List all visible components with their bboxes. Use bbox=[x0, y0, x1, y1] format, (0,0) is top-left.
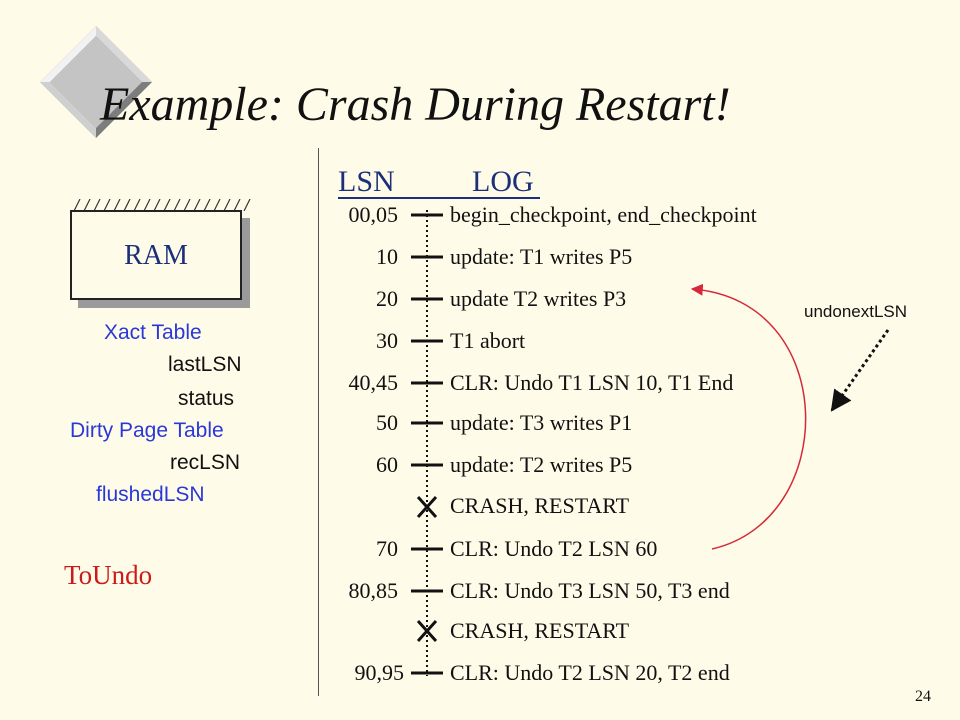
ram-box bbox=[70, 210, 242, 300]
ram-label: RAM bbox=[124, 240, 188, 271]
last-lsn-label: lastLSN bbox=[168, 353, 242, 376]
log-lsn: 60 bbox=[376, 452, 398, 477]
to-undo-label: ToUndo bbox=[64, 560, 153, 590]
log-lsn: 80,85 bbox=[348, 578, 399, 603]
log-lsn: 50 bbox=[376, 410, 398, 435]
page-number: 24 bbox=[915, 688, 931, 705]
log-column-header: LOG bbox=[472, 165, 534, 198]
crash-cross-icon bbox=[416, 495, 438, 519]
vertical-divider bbox=[318, 148, 319, 696]
log-entry-crash: CRASH, RESTART bbox=[450, 618, 630, 643]
lsn-column-header: LSN bbox=[338, 165, 395, 198]
crash-cross-icon bbox=[416, 619, 438, 643]
undonext-pointer-arrow bbox=[830, 329, 890, 412]
log-lsn: 90,95 bbox=[354, 660, 405, 685]
log-lsn: 70 bbox=[376, 536, 398, 561]
undonext-red-arrow bbox=[690, 283, 807, 550]
log-lsn: 20 bbox=[376, 286, 398, 311]
dirty-page-table-label: Dirty Page Table bbox=[70, 419, 224, 442]
log-entry: CLR: Undo T1 LSN 10, T1 End bbox=[450, 370, 734, 395]
log-entry: update T2 writes P3 bbox=[450, 286, 627, 311]
slide-title: Example: Crash During Restart! bbox=[100, 78, 731, 131]
log-entry: begin_checkpoint, end_checkpoint bbox=[450, 202, 757, 227]
log-entry: update: T3 writes P1 bbox=[450, 410, 633, 435]
status-label: status bbox=[178, 387, 235, 410]
log-entry: update: T1 writes P5 bbox=[450, 244, 633, 269]
rec-lsn-label: recLSN bbox=[170, 451, 241, 474]
log-entry: CLR: Undo T2 LSN 60 bbox=[450, 536, 658, 561]
undonext-lsn-label: undonextLSN bbox=[804, 302, 908, 321]
log-lsn: 10 bbox=[376, 244, 398, 269]
log-entry: CLR: Undo T3 LSN 50, T3 end bbox=[450, 578, 730, 603]
ram-hatch-decoration bbox=[73, 199, 251, 211]
diamond-bullet-icon bbox=[40, 26, 152, 138]
log-entry-crash: CRASH, RESTART bbox=[450, 493, 630, 518]
log-lsn: 40,45 bbox=[348, 370, 399, 395]
log-lsn: 00,05 bbox=[348, 202, 399, 227]
log-lsn: 30 bbox=[376, 328, 398, 353]
log-entry: update: T2 writes P5 bbox=[450, 452, 633, 477]
header-underline bbox=[338, 197, 540, 199]
xact-table-label: Xact Table bbox=[104, 321, 202, 344]
log-entry: CLR: Undo T2 LSN 20, T2 end bbox=[450, 660, 730, 685]
flushed-lsn-label: flushedLSN bbox=[96, 483, 205, 506]
log-entry: T1 abort bbox=[450, 328, 526, 353]
